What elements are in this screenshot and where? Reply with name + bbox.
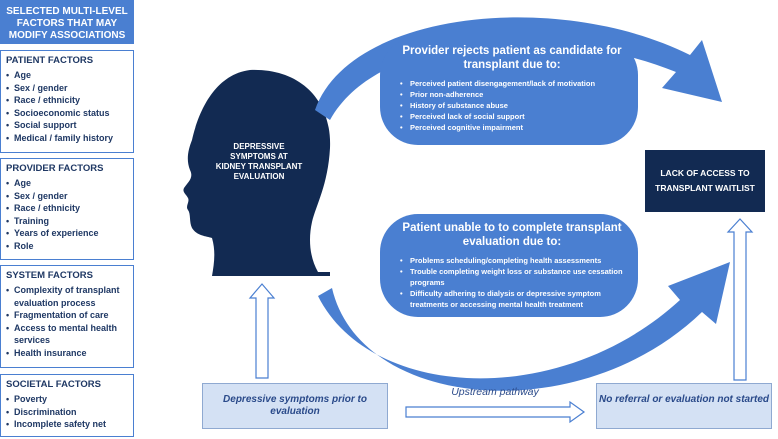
system-factors-list: Complexity of transplant evaluation proc… [6,284,128,359]
head-label: DEPRESSIVE SYMPTOMS AT KIDNEY TRANSPLANT… [215,142,303,181]
provider-factors-box: PROVIDER FACTORS Age Sex / gender Race /… [0,158,134,260]
list-item: Role [6,240,128,253]
list-item: Perceived lack of social support [400,111,624,122]
provider-factors-list: Age Sex / gender Race / ethnicity Traini… [6,177,128,252]
patient-unable-list: Problems scheduling/completing health as… [400,255,624,310]
patient-factors-box: PATIENT FACTORS Age Sex / gender Race / … [0,50,134,153]
list-item: Incomplete safety net [6,418,128,431]
up-arrow-left [248,283,276,379]
list-item: Complexity of transplant evaluation proc… [6,284,128,309]
provider-rejects-list: Perceived patient disengagement/lack of … [400,78,624,133]
list-item: Discrimination [6,406,128,419]
provider-factors-title: PROVIDER FACTORS [6,163,104,174]
list-item: Age [6,69,128,82]
no-referral-box: No referral or evaluation not started [596,383,772,429]
prior-symptoms-box: Depressive symptoms prior to evaluation [202,383,388,429]
patient-unable-oval: Patient unable to to complete transplant… [380,214,638,317]
list-item: Difficulty adhering to dialysis or depre… [400,288,624,310]
factors-header: SELECTED MULTI-LEVEL FACTORS THAT MAY MO… [0,0,134,44]
patient-unable-title: Patient unable to to complete transplant… [402,222,622,248]
list-item: Race / ethnicity [6,94,128,107]
system-factors-title: SYSTEM FACTORS [6,270,93,281]
list-item: Age [6,177,128,190]
list-item: Medical / family history [6,132,128,145]
provider-rejects-title: Provider rejects patient as candidate fo… [402,45,622,71]
patient-factors-title: PATIENT FACTORS [6,55,94,66]
societal-factors-list: Poverty Discrimination Incomplete safety… [6,393,128,431]
patient-factors-list: Age Sex / gender Race / ethnicity Socioe… [6,69,128,144]
head-silhouette [183,69,331,276]
list-item: Problems scheduling/completing health as… [400,255,624,266]
list-item: Sex / gender [6,82,128,95]
up-arrow-right [726,218,754,381]
system-factors-box: SYSTEM FACTORS Complexity of transplant … [0,265,134,368]
upstream-arrow [405,400,586,424]
list-item: History of substance abuse [400,100,624,111]
list-item: Socioeconomic status [6,107,128,120]
list-item: Social support [6,119,128,132]
outcome-box: LACK OF ACCESS TO TRANSPLANT WAITLIST [645,150,765,212]
list-item: Perceived patient disengagement/lack of … [400,78,624,89]
list-item: Prior non-adherence [400,89,624,100]
list-item: Trouble completing weight loss or substa… [400,266,624,288]
bottom-curved-arrow [318,262,730,391]
list-item: Fragmentation of care [6,309,128,322]
list-item: Perceived cognitive impairment [400,122,624,133]
societal-factors-box: SOCIETAL FACTORS Poverty Discrimination … [0,374,134,437]
upstream-pathway-label: Upstream pathway [451,386,539,398]
list-item: Years of experience [6,227,128,240]
list-item: Race / ethnicity [6,202,128,215]
list-item: Access to mental health services [6,322,128,347]
list-item: Poverty [6,393,128,406]
list-item: Health insurance [6,347,128,360]
list-item: Sex / gender [6,190,128,203]
provider-rejects-oval: Provider rejects patient as candidate fo… [380,37,638,145]
societal-factors-title: SOCIETAL FACTORS [6,379,102,390]
list-item: Training [6,215,128,228]
